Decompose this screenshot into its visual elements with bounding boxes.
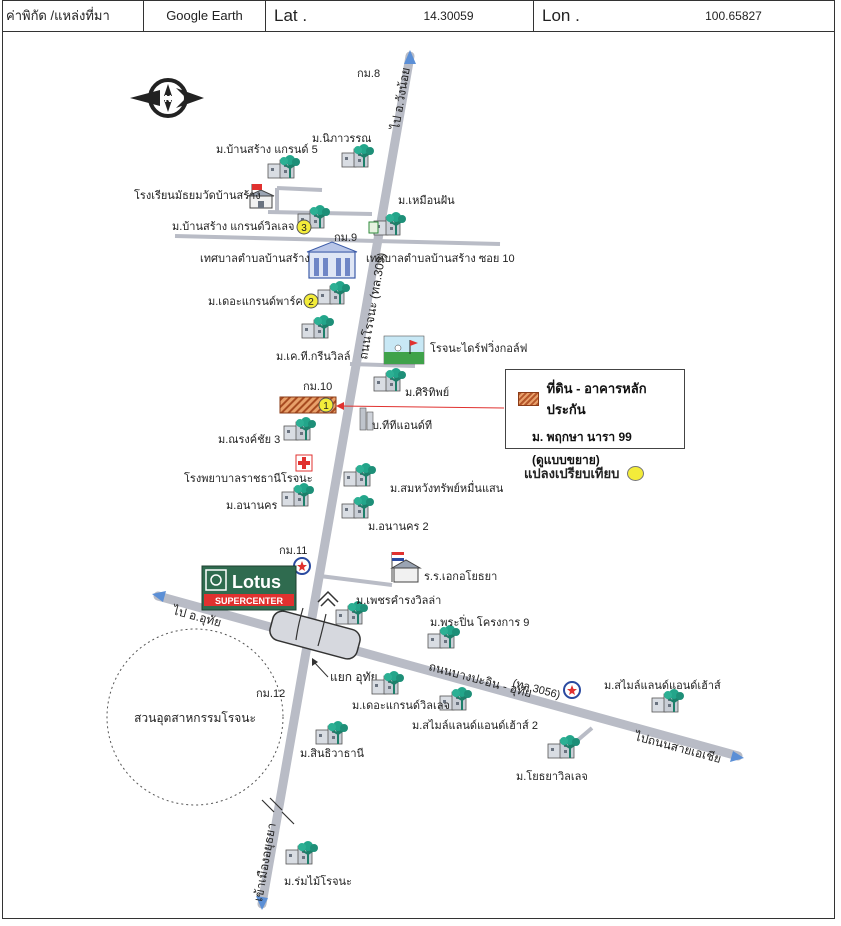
svg-text:2: 2	[308, 297, 314, 308]
km-marker-11: กม.11	[279, 545, 307, 557]
factory-icon	[359, 407, 374, 431]
label-hospital: โรงพยาบาลราชธานีโรจนะ	[184, 471, 313, 485]
label-golf: โรจนะไดร์ฟวิ่งกอล์ฟ	[430, 340, 527, 355]
source-label: ค่าพิกัด /แหล่งที่มา	[2, 0, 144, 31]
label-smileland2: ม.สไมล์แลนด์แอนด์เฮ้าส์ 2	[412, 719, 538, 732]
label-municipality-soi10: เทศบาลตำบลบ้านสร้าง ซอย 10	[366, 253, 515, 265]
label-siriphat: ม.ศิริทิพย์	[405, 386, 449, 399]
gas-station-icon	[563, 681, 581, 699]
label-anankorn2: ม.อนานคร 2	[368, 521, 429, 533]
info-header: ค่าพิกัด /แหล่งที่มา Google Earth Lat . …	[2, 0, 835, 32]
hatch-swatch	[518, 392, 539, 406]
subject-legend: ที่ดิน - อาคารหลักประกัน ม. พฤกษา นารา 9…	[505, 369, 685, 467]
km-marker-9: กม.9	[334, 232, 357, 244]
compare-marker-3: 3	[296, 219, 312, 235]
source-value: Google Earth	[144, 0, 266, 31]
lat-cell: Lat . 14.30059	[266, 0, 534, 31]
store-icon	[368, 221, 379, 234]
label-sinthanee: ม.สินธิวาธานี	[300, 747, 364, 760]
legend-subject-note: (ดูแบบขยาย)	[532, 453, 600, 467]
arrow-west-icon	[152, 591, 166, 602]
label-yothaya: ม.โยธยาวิลเลจ	[516, 769, 588, 783]
compare-marker-1: 1	[318, 397, 334, 413]
label-somwang: ม.สมหวังทรัพย์หมื่นแสน	[390, 480, 504, 495]
compare-legend: แปลงเปรียบเทียบ	[524, 463, 645, 484]
hospital-icon	[295, 454, 313, 472]
temple-icon	[317, 590, 339, 607]
golf-icon	[383, 335, 425, 365]
label-bansang-grandville: ม.บ้านสร้าง แกรนด์วิลเลจ	[172, 220, 294, 233]
label-ekayothaya: ร.ร.เอกอโยธยา	[424, 569, 497, 583]
lotus-logo: Lotus SUPERCENTER	[201, 565, 297, 611]
label-thegrandpark: ม.เดอะแกรนด์พาร์ค	[208, 295, 303, 308]
km-marker-8: กม.8	[357, 68, 380, 80]
lat-value: 14.30059	[423, 8, 474, 23]
cross-road	[153, 591, 743, 761]
lon-cell: Lon . 100.65827	[534, 0, 835, 31]
lon-label: Lon .	[542, 5, 580, 25]
label-phetcharat: ม.เพชรคำรงวิลล่า	[356, 595, 441, 607]
industrial-park-label: สวนอุตสาหกรรมโรจนะ	[134, 711, 256, 726]
industrial-park-boundary	[106, 628, 284, 806]
legend-subject-title: ที่ดิน - อาคารหลักประกัน	[546, 381, 647, 417]
compare-dot-icon	[627, 466, 645, 481]
school-flag-icon	[390, 552, 422, 583]
main-road	[257, 51, 415, 909]
label-school-bansang: โรงเรียนมัธยมวัดบ้านสร้าง	[134, 188, 261, 202]
label-narongchai3: ม.ณรงค์ชัย 3	[218, 433, 280, 446]
interchange	[269, 610, 361, 660]
label-municipality: เทศบาลตำบลบ้านสร้าง	[200, 253, 310, 265]
label-factory-btt: บ.ทีทีแอนด์ที	[372, 419, 432, 432]
label-rommai: ม.ร่มไม้โรจนะ	[284, 874, 352, 888]
compass-rose-icon: N	[130, 78, 204, 118]
arrow-south-icon	[256, 896, 268, 910]
compare-marker-2: 2	[303, 293, 319, 309]
pointer-arrow-icon	[336, 402, 344, 410]
compare-label: แปลงเปรียบเทียบ	[524, 466, 620, 481]
label-pruksa9: ม.พระปิ่น โครงการ 9	[430, 614, 529, 629]
label-bansang-grand5: ม.บ้านสร้าง แกรนด์ 5	[216, 143, 318, 156]
location-map: สวนอุตสาหกรรมโรจนะ N ไป อ.วังน้อย ถนนโรจ…	[0, 32, 841, 921]
lat-label: Lat .	[274, 5, 308, 25]
lon-value: 100.65827	[705, 8, 762, 23]
km-marker-10: กม.10	[303, 381, 332, 393]
km-marker-12: กม.12	[256, 688, 285, 700]
label-thegrandvillage: ม.เดอะแกรนด์วิลเลจ	[352, 699, 450, 712]
label-nuemuenmin: ม.เหมือนฝัน	[398, 194, 455, 207]
label-kgreenville: ม.เค.ที.กรีนวิลล์	[276, 350, 351, 363]
svg-text:1: 1	[323, 401, 329, 412]
lotus-name: Lotus	[232, 572, 281, 592]
lotus-sub: SUPERCENTER	[215, 596, 284, 606]
svg-text:3: 3	[301, 223, 307, 234]
road-north-label: ไป อ.วังน้อย	[388, 66, 413, 131]
arrow-north-icon	[404, 50, 416, 64]
label-smileland: ม.สไมล์แลนด์แอนด์เฮ้าส์	[604, 679, 721, 692]
arrow-east-icon	[730, 751, 744, 762]
compass-letter: N	[164, 94, 171, 105]
municipality-icon	[306, 241, 358, 279]
legend-subject-project: ม. พฤกษา นารา 99	[532, 430, 632, 444]
road-south-label: เข้าเมืองอยุธยา	[251, 822, 280, 903]
label-anankorn: ม.อนานคร	[226, 500, 277, 512]
school-icon	[247, 184, 275, 209]
subject-pointer-line	[337, 405, 505, 409]
junction-label: แยก อุทัย	[330, 670, 378, 685]
label-nipawan: ม.นิภาวรรณ	[312, 133, 371, 145]
